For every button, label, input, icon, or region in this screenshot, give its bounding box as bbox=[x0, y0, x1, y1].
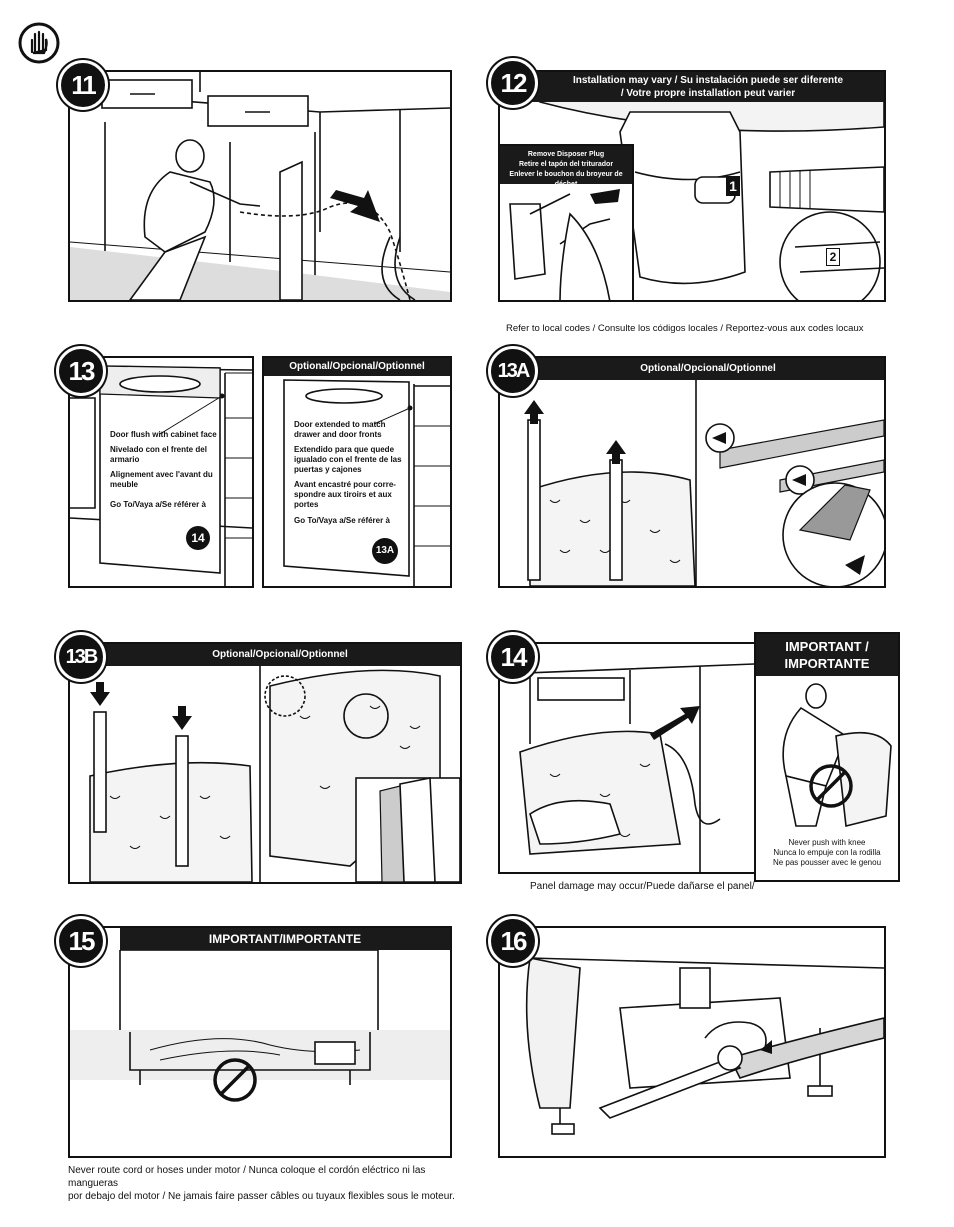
step-16-badge: 16 bbox=[488, 916, 538, 966]
step-12-panel: Installation may vary / Su instalación p… bbox=[498, 70, 886, 302]
step-11-badge: 11 bbox=[58, 60, 108, 110]
step-15-badge: 15 bbox=[56, 916, 106, 966]
step-13-optional-header: Optional/Opcional/Optionnel bbox=[264, 358, 450, 376]
step-16-panel bbox=[498, 926, 886, 1158]
step-12-header: Installation may vary / Su instalación p… bbox=[530, 72, 884, 102]
step-12-badge: 12 bbox=[488, 58, 538, 108]
step-13-text: Door flush with cabinet face Nivelado co… bbox=[110, 430, 217, 509]
step-14-panel bbox=[498, 642, 756, 874]
step-14-warning-text: Never push with knee Nunca lo empuje con… bbox=[772, 838, 882, 867]
step-13-optional-text: Door extended to match drawer and door f… bbox=[294, 420, 402, 525]
step-13a-header: Optional/Opcional/Optionnel bbox=[530, 358, 884, 380]
step-12-inset-header: Remove Disposer Plug Retire el tapón del… bbox=[500, 146, 632, 188]
step-11-panel bbox=[68, 70, 452, 302]
step-12-callout-2: 2 bbox=[826, 248, 840, 266]
step-13b-badge: 13B bbox=[56, 632, 106, 682]
hand-stop-icon bbox=[18, 22, 60, 64]
step-12-inset: Remove Disposer Plug Retire el tapón del… bbox=[500, 144, 634, 300]
step-12-callout-1: 1 bbox=[726, 176, 740, 196]
step-14-badge: 14 bbox=[488, 632, 538, 682]
step-15-header: IMPORTANT/IMPORTANTE bbox=[120, 928, 450, 950]
step-13b-panel: Optional/Opcional/Optionnel bbox=[68, 642, 462, 884]
step-13-optional-goto-badge: 13A bbox=[372, 538, 398, 564]
step-15-caption: Never route cord or hoses under motor / … bbox=[68, 1165, 455, 1202]
step-13a-badge: 13A bbox=[488, 346, 538, 396]
step-13b-header: Optional/Opcional/Optionnel bbox=[100, 644, 460, 666]
step-14-important-panel: IMPORTANT / IMPORTANTE Never push with k… bbox=[754, 632, 900, 882]
step-13-badge: 13 bbox=[56, 346, 106, 396]
step-13-optional-panel: Optional/Opcional/Optionnel Door extende… bbox=[262, 356, 452, 588]
step-14-important-header: IMPORTANT / IMPORTANTE bbox=[756, 634, 898, 676]
step-14-caption: Panel damage may occur/Puede dañarse el … bbox=[530, 881, 755, 892]
step-12-caption: Refer to local codes / Consulte los códi… bbox=[506, 323, 864, 334]
step-13-goto-badge: 14 bbox=[186, 526, 210, 550]
step-15-panel: IMPORTANT/IMPORTANTE bbox=[68, 926, 452, 1158]
step-13a-panel: Optional/Opcional/Optionnel bbox=[498, 356, 886, 588]
step-13-panel: Door flush with cabinet face Nivelado co… bbox=[68, 356, 254, 588]
